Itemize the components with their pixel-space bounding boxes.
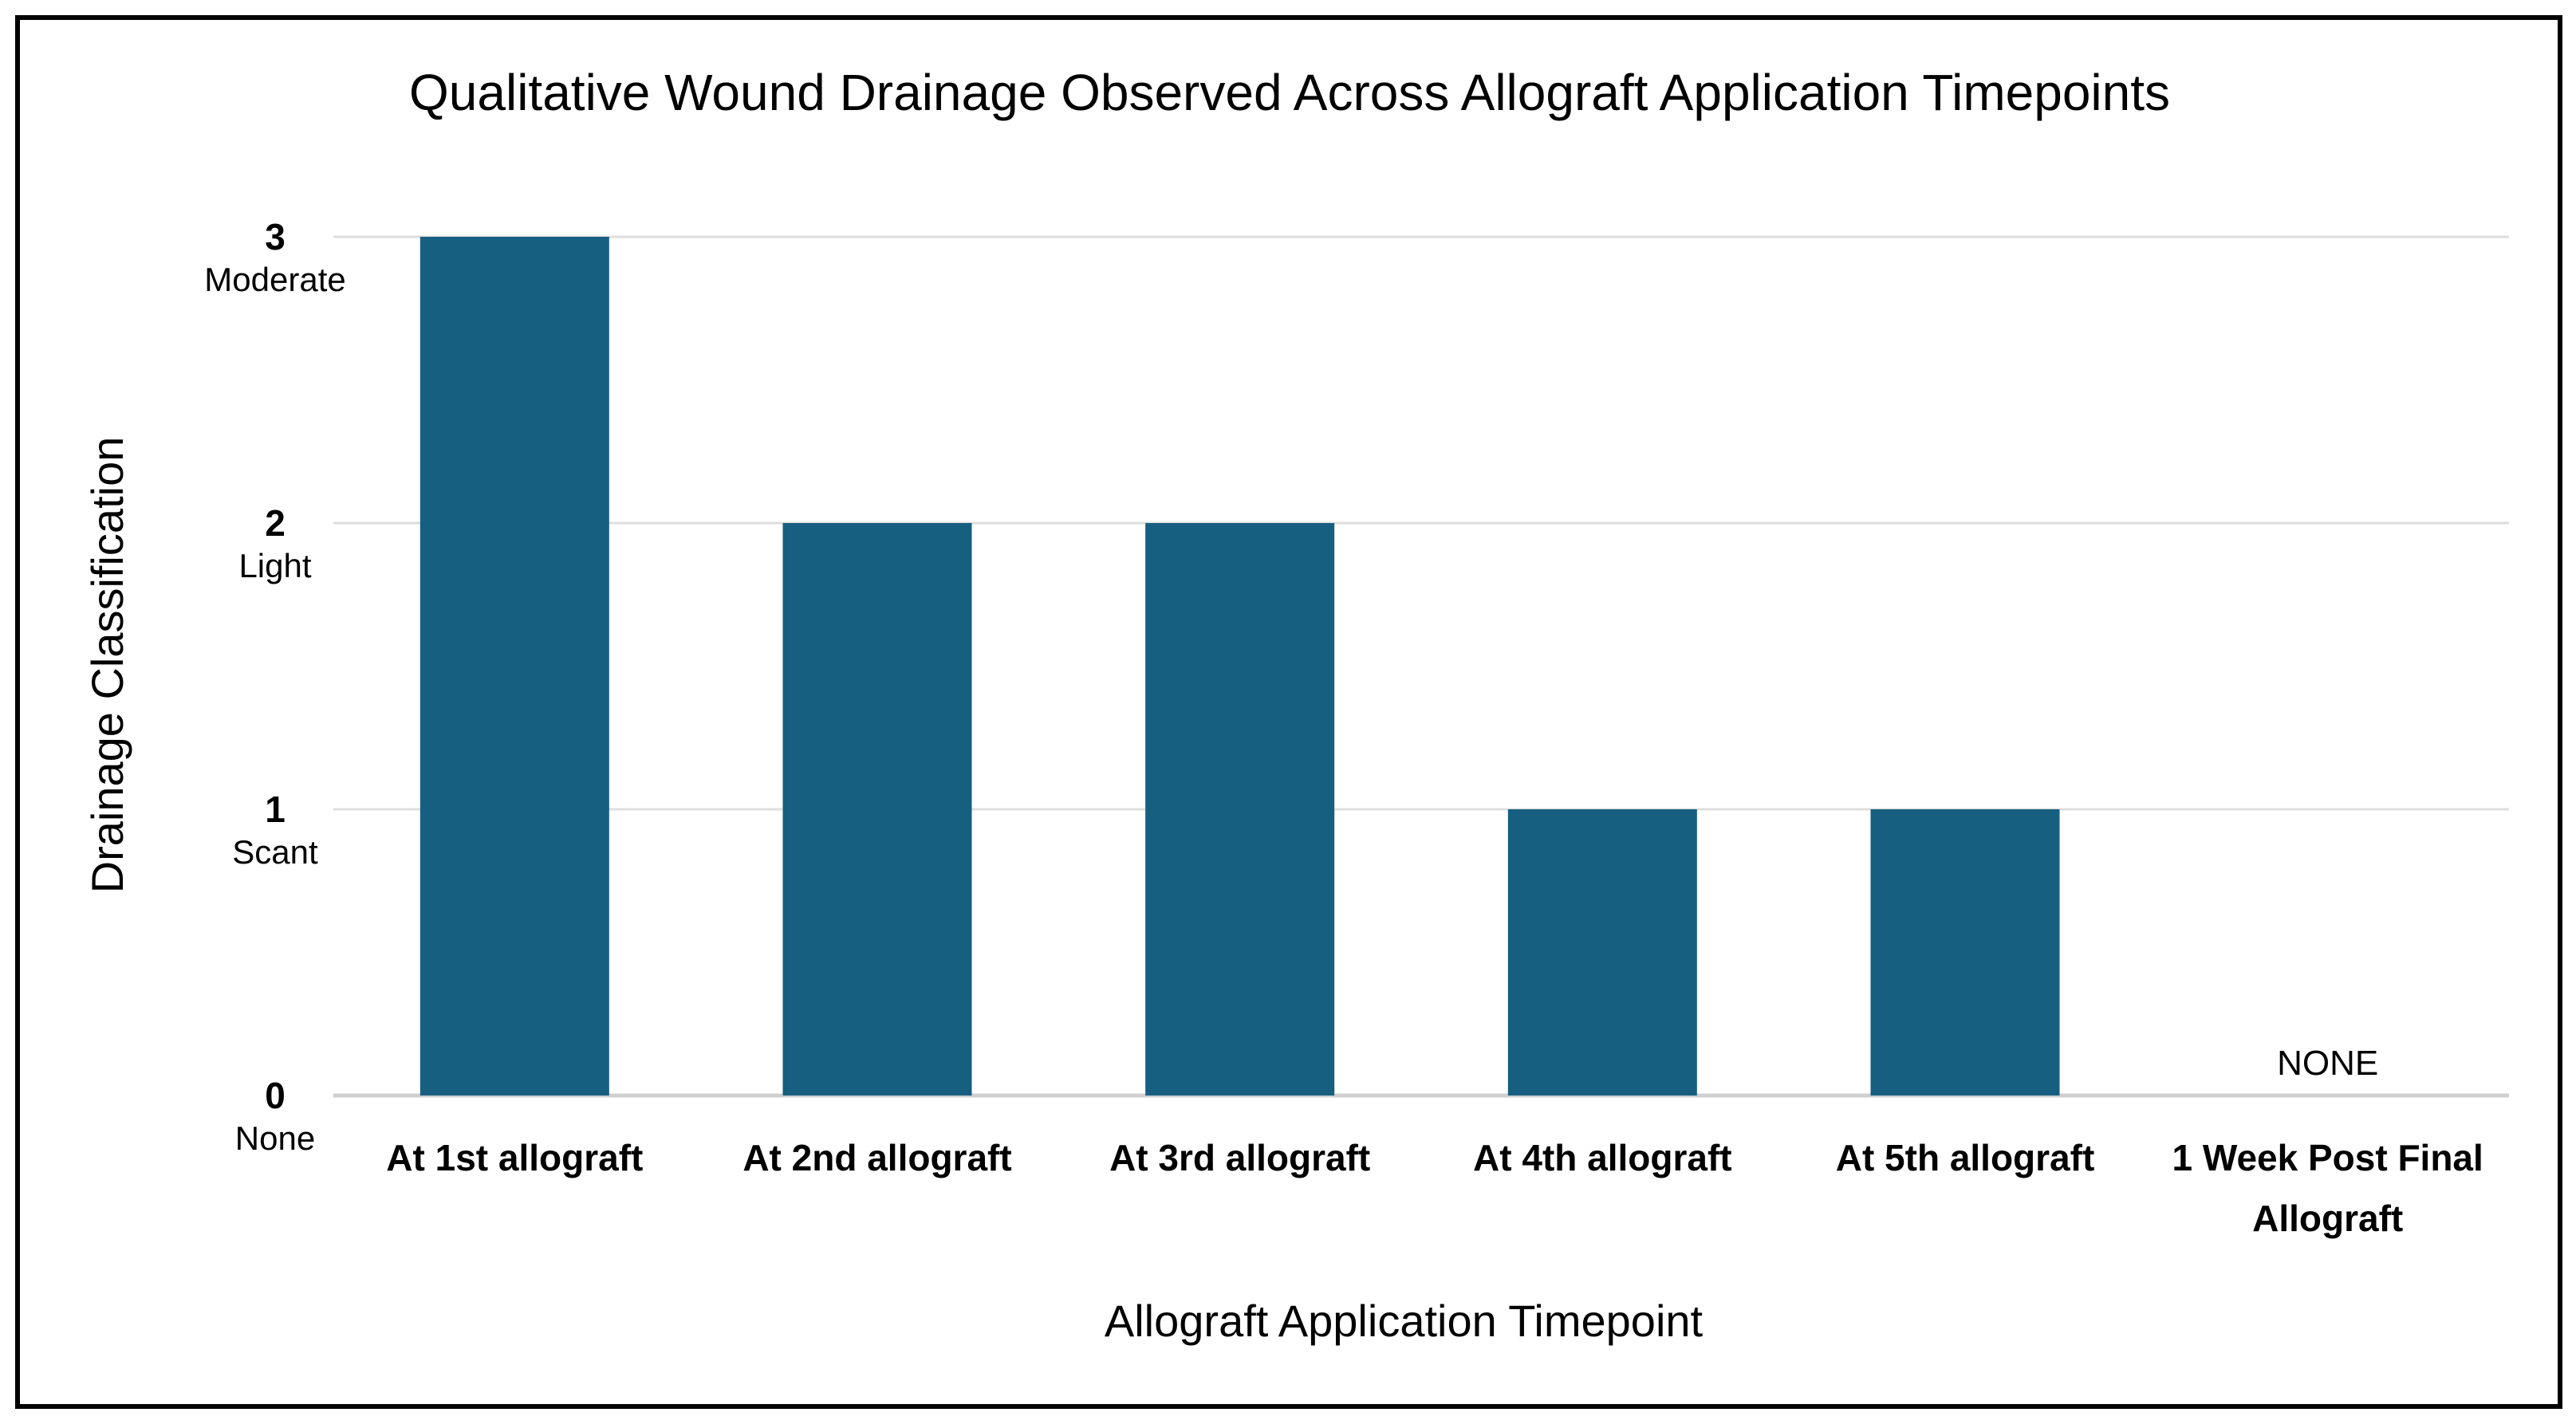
y-tick-label: 2 [265,502,286,544]
x-tick-label: At 5th allograft [1836,1137,2095,1178]
data-label-none: NONE [2277,1044,2378,1083]
x-tick-label: At 1st allograft [386,1137,643,1178]
bar [1507,809,1697,1096]
bar [1145,523,1335,1096]
x-tick-label: 1 Week Post Final [2172,1137,2483,1178]
x-axis-title: Allograft Application Timepoint [1105,1296,1704,1346]
y-tick-sublabel: Moderate [204,261,345,298]
bars: NONE [419,237,2378,1096]
x-tick-label: Allograft [2252,1198,2403,1239]
y-tick-label: 1 [265,789,286,830]
y-tick-sublabel: None [235,1119,315,1157]
y-tick-sublabel: Light [238,547,311,584]
chart-title: Qualitative Wound Drainage Observed Acro… [409,64,2170,121]
y-axis-title: Drainage Classification [82,437,132,894]
bar [1870,809,2060,1096]
x-tick-label: At 3rd allograft [1109,1137,1370,1178]
y-tick-label: 3 [265,216,286,258]
bar [782,523,972,1096]
bar [419,237,609,1096]
y-tick-sublabel: Scant [232,833,318,871]
x-tick-label: At 2nd allograft [742,1137,1011,1178]
x-tick-label: At 4th allograft [1473,1137,1732,1178]
y-tick-label: 0 [265,1075,286,1116]
x-axis-ticks: At 1st allograft At 2nd allograft At 3rd a… [386,1137,2483,1239]
gridlines [333,235,2509,1098]
